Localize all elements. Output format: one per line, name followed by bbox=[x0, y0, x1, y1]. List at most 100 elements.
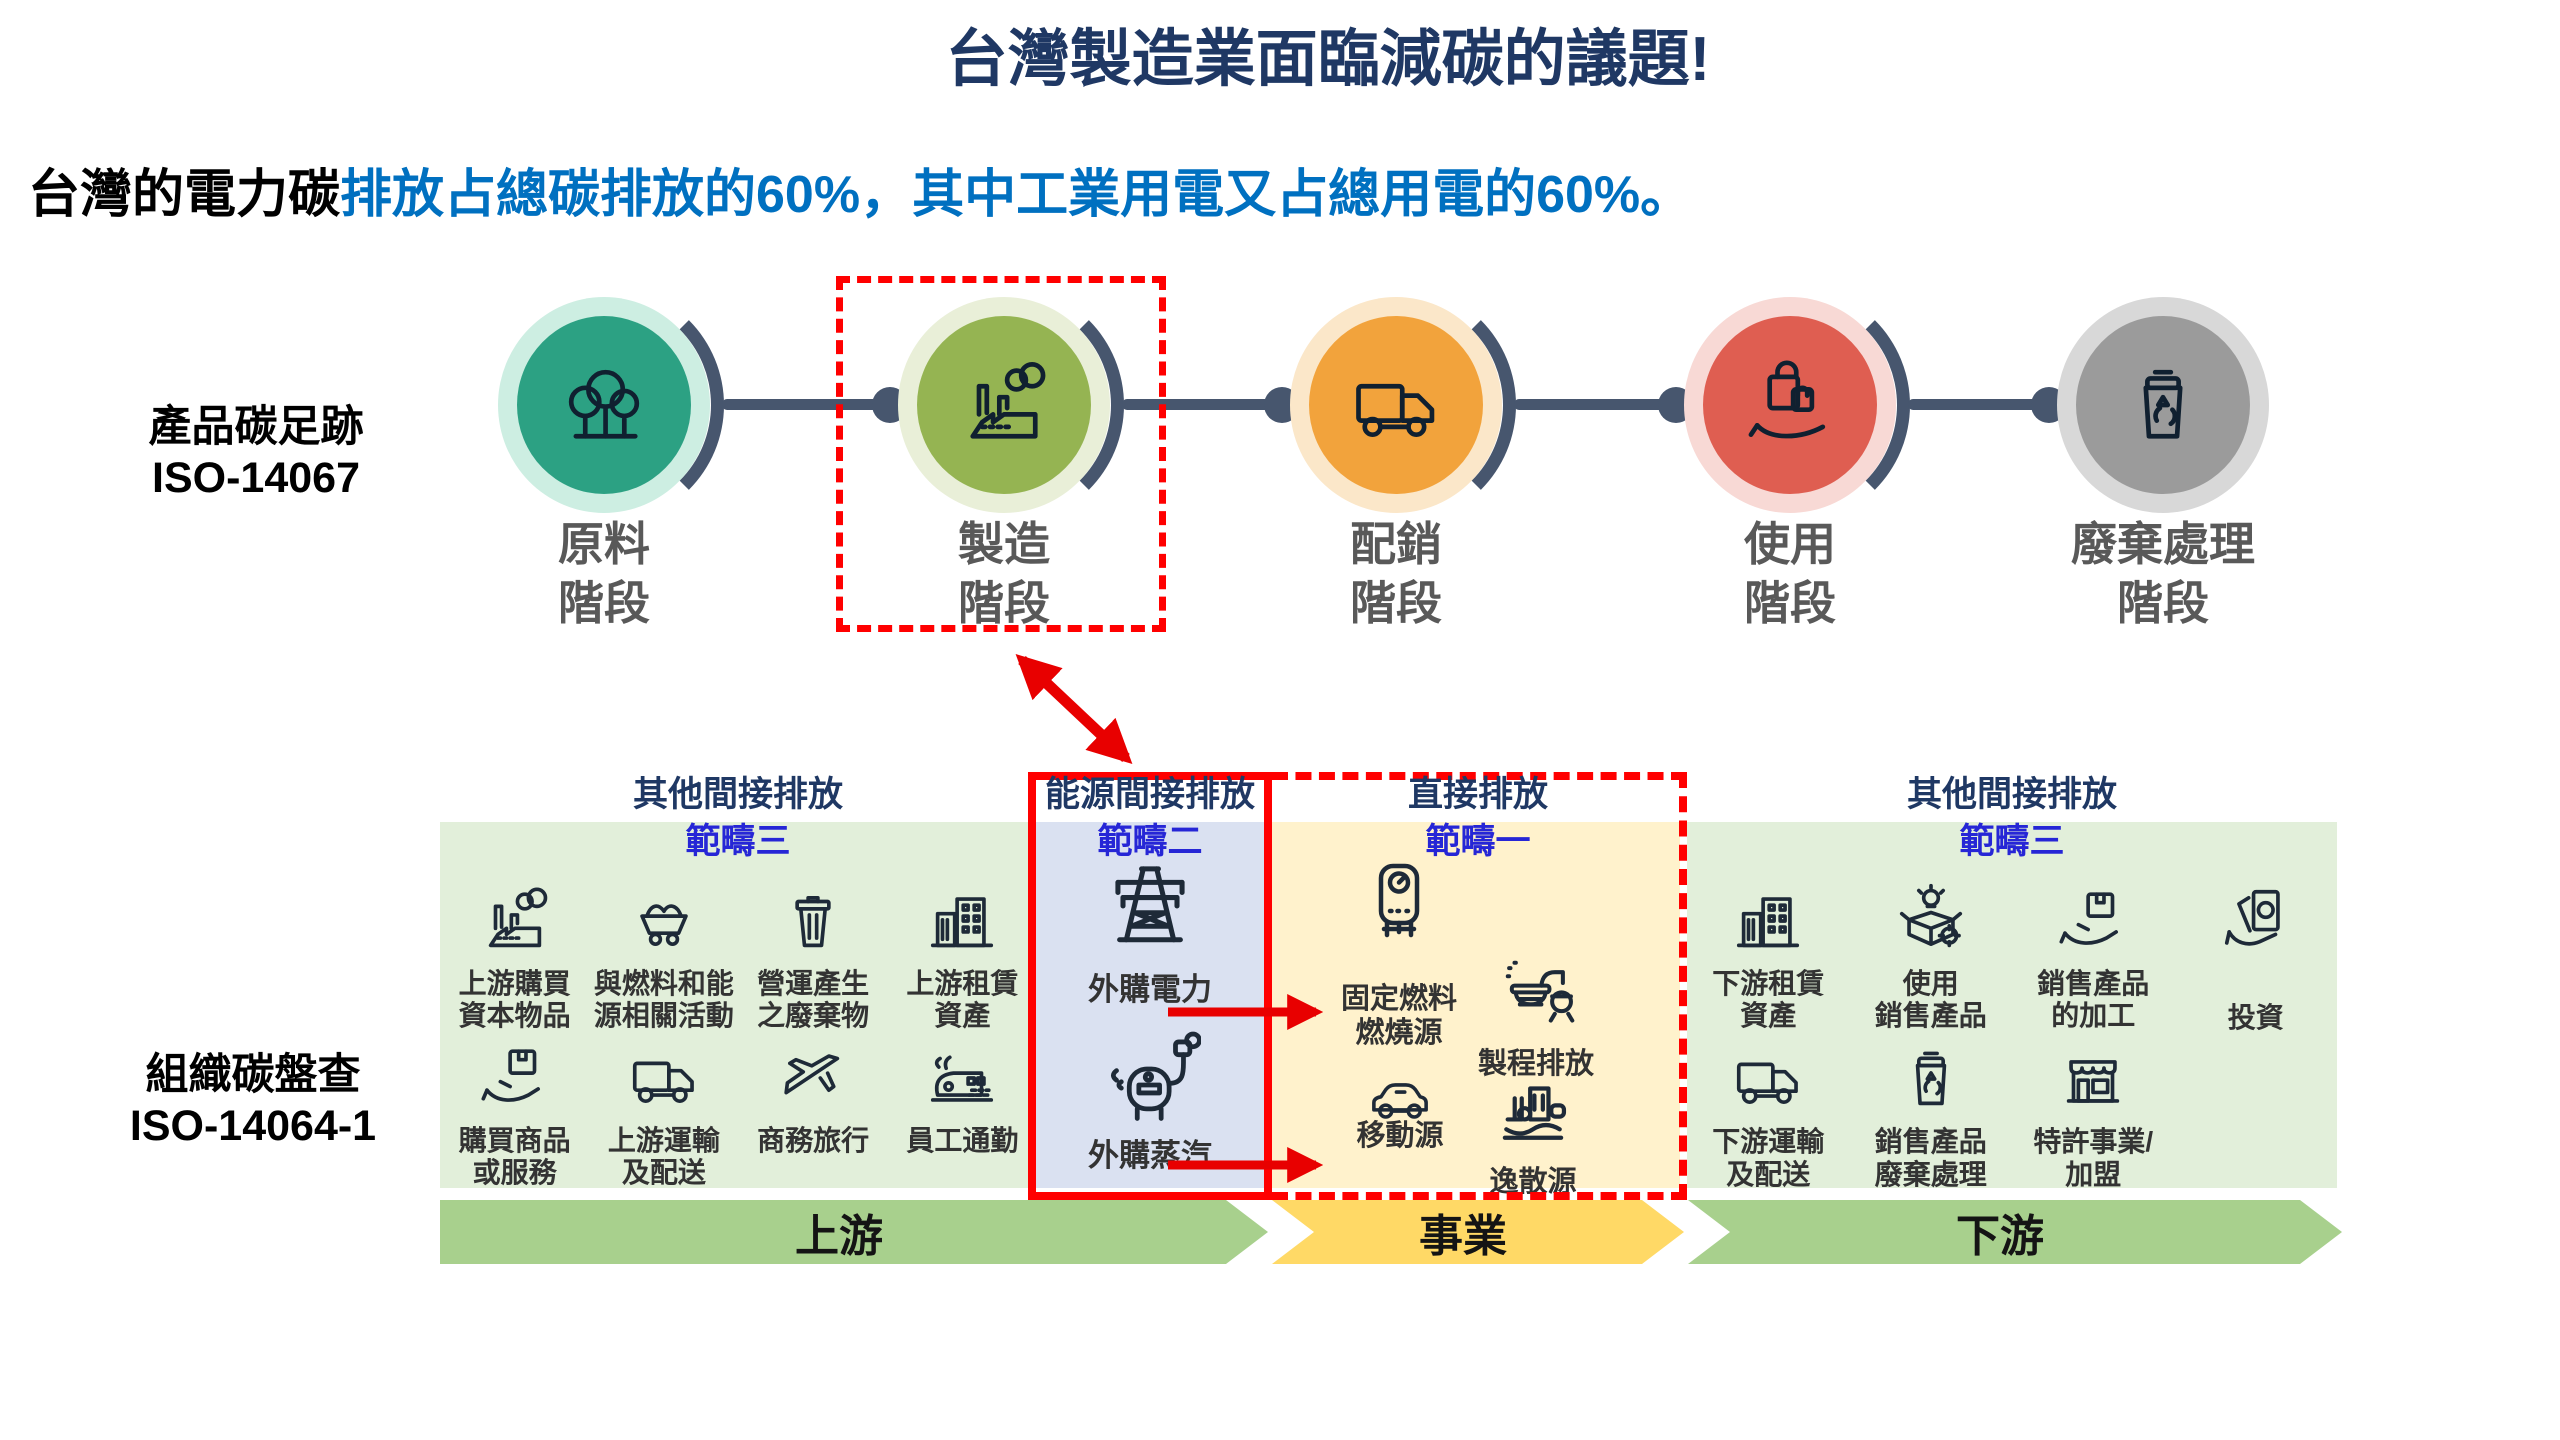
inventory-item: 下游運輸及配送 bbox=[1687, 1034, 1850, 1191]
stage-circle bbox=[517, 316, 691, 494]
factory-icon bbox=[476, 876, 554, 960]
stage-label: 配銷階段 bbox=[1350, 518, 1442, 629]
boiler-icon bbox=[1099, 1026, 1201, 1128]
item-label: 上游運輸及配送 bbox=[607, 1124, 720, 1189]
scope3-downstream-items: 下游租賃資產使用銷售產品銷售產品的加工投資下游運輸及配送銷售產品廢棄處理特許事業… bbox=[1687, 822, 2337, 1191]
item-label: 下游租賃資產 bbox=[1712, 968, 1825, 1032]
hand-box-icon bbox=[476, 1033, 554, 1117]
item-label: 使用銷售產品 bbox=[1874, 968, 1987, 1032]
page-title: 台灣製造業面臨減碳的議題! bbox=[945, 25, 1711, 94]
water-heater-icon bbox=[1351, 854, 1447, 950]
timeline-connector bbox=[722, 399, 890, 410]
scope-number-label: 範疇三 bbox=[685, 821, 791, 861]
product-footprint-label: 產品碳足跡 ISO-14067 bbox=[148, 403, 364, 502]
item-label: 購買商品或服務 bbox=[458, 1124, 571, 1189]
stage-circle bbox=[1309, 316, 1483, 494]
inventory-item: 與燃料和能源相關活動 bbox=[589, 876, 738, 1033]
scope-header-scope3-downstream: 其他間接排放範疇三 bbox=[1822, 775, 2202, 861]
inventory-item: 銷售產品的加工 bbox=[2012, 876, 2175, 1034]
inventory-item bbox=[1421, 948, 1651, 1034]
subtitle: 台灣的電力碳排放占總碳排放的60%，其中工業用電又占總用電的60%。 bbox=[28, 152, 1692, 227]
item-label: 營運產生之廢棄物 bbox=[757, 968, 870, 1032]
item-label: 固定燃料 燃燒源 bbox=[1340, 983, 1457, 1049]
item-label: 與燃料和能源相關活動 bbox=[593, 968, 734, 1032]
scope2-highlight-box bbox=[1028, 772, 1272, 1200]
fugitive-plant-icon bbox=[1488, 1066, 1578, 1156]
inventory-item: 員工通勤 bbox=[888, 1033, 1037, 1190]
manufacturing-stage-highlight-box bbox=[836, 276, 1166, 632]
truck-icon bbox=[1729, 1034, 1807, 1118]
item-row: 購買商品或服務上游運輸及配送 商務旅行 員工通勤 bbox=[440, 1033, 1037, 1190]
emission-type-label: 能源間接排放 bbox=[1044, 775, 1255, 814]
band-label: 下游 bbox=[1956, 1212, 2044, 1261]
item-row: 下游租賃資產使用銷售產品銷售產品的加工投資 bbox=[1687, 876, 2337, 1034]
airplane-icon bbox=[774, 1033, 852, 1117]
item-label: 銷售產品的加工 bbox=[2037, 968, 2150, 1032]
item-label: 下游運輸及配送 bbox=[1712, 1126, 1825, 1190]
money-hand-icon bbox=[2217, 876, 2295, 960]
inventory-item: 下游租賃資產 bbox=[1687, 876, 1850, 1034]
band-label: 上游 bbox=[795, 1212, 883, 1261]
box-bulb-icon bbox=[1892, 876, 1970, 960]
stage-label: 製造階段 bbox=[958, 518, 1050, 629]
trees-icon bbox=[554, 355, 654, 455]
inventory-item: 上游租賃資產 bbox=[888, 876, 1037, 1033]
timeline-connector bbox=[1514, 399, 1676, 410]
scope3-upstream-section bbox=[440, 822, 1037, 1188]
value-chain-band: 上游 bbox=[440, 1200, 1268, 1264]
scope3-downstream-section bbox=[1687, 822, 2337, 1188]
item-label: 商務旅行 bbox=[757, 1124, 870, 1156]
store-icon bbox=[2054, 1034, 2132, 1118]
emission-type-label: 其他間接排放 bbox=[1906, 775, 2117, 814]
stage-circle bbox=[2076, 316, 2250, 494]
item-row: 上游購買資本物品與燃料和能源相關活動營運產生之廢棄物上游租賃資產 bbox=[440, 876, 1037, 1033]
emission-type-label: 直接排放 bbox=[1407, 775, 1548, 814]
stage-to-scope2-arrow bbox=[1015, 653, 1133, 765]
item-label: 製程排放 bbox=[1477, 1048, 1594, 1080]
minecart-icon bbox=[625, 876, 703, 960]
item-label-wrap: 製程排放 bbox=[1421, 1040, 1651, 1082]
inventory-item: 特許事業/加盟 bbox=[2012, 1034, 2175, 1191]
scope-number-label: 範疇一 bbox=[1425, 821, 1531, 861]
process-pot-icon bbox=[1493, 948, 1579, 1034]
subtitle-black-text: 台灣的電力碳 bbox=[28, 166, 341, 224]
item-label: 外購電力 bbox=[1088, 972, 1212, 1007]
scope-number-label: 範疇三 bbox=[1959, 821, 2065, 861]
scope-header-scope3-upstream: 其他間接排放範疇三 bbox=[548, 775, 928, 861]
timeline-connector bbox=[1122, 399, 1282, 410]
item-row: 下游運輸及配送銷售產品廢棄處理特許事業/加盟 bbox=[1687, 1034, 2337, 1191]
emission-type-label: 其他間接排放 bbox=[632, 775, 843, 814]
inventory-item: 銷售產品廢棄處理 bbox=[1850, 1034, 2013, 1191]
recycle-bin-icon bbox=[2113, 355, 2213, 455]
inventory-item bbox=[1418, 1066, 1648, 1156]
scope-header-scope1: 直接排放範疇一 bbox=[1288, 775, 1668, 861]
recycle-bin-icon bbox=[1892, 1034, 1970, 1118]
timeline-connector bbox=[1908, 399, 2049, 410]
truck-icon bbox=[1346, 355, 1446, 455]
power-tower-icon bbox=[1096, 852, 1204, 960]
scope1-highlight-box bbox=[1272, 772, 1687, 1200]
item-label-wrap: 固定燃料 燃燒源 bbox=[1284, 975, 1514, 1050]
stage-label: 使用階段 bbox=[1744, 518, 1836, 629]
inventory-item: 使用銷售產品 bbox=[1850, 876, 2013, 1034]
inventory-item bbox=[1285, 1060, 1515, 1136]
inventory-item: 營運產生之廢棄物 bbox=[739, 876, 888, 1033]
item-label-wrap: 移動源 bbox=[1285, 1112, 1515, 1154]
scope1-section bbox=[1270, 822, 1680, 1188]
buildings-icon bbox=[923, 876, 1001, 960]
hand-box-icon bbox=[2054, 876, 2132, 960]
train-icon bbox=[923, 1033, 1001, 1117]
inventory-item bbox=[1284, 854, 1514, 950]
band-label: 事業 bbox=[1419, 1212, 1507, 1261]
trash-icon bbox=[774, 876, 852, 960]
inventory-item: 上游運輸及配送 bbox=[589, 1033, 738, 1190]
value-chain-band: 下游 bbox=[1688, 1200, 2342, 1264]
shopping-hand-icon bbox=[1740, 355, 1840, 455]
item-label: 員工通勤 bbox=[906, 1124, 1019, 1156]
item-label: 上游租賃資產 bbox=[906, 968, 1019, 1032]
item-label: 上游購買資本物品 bbox=[458, 968, 571, 1032]
value-chain-band: 事業 bbox=[1272, 1200, 1684, 1264]
inventory-item: 上游購買資本物品 bbox=[440, 876, 589, 1033]
item-label: 銷售產品廢棄處理 bbox=[1874, 1126, 1987, 1190]
